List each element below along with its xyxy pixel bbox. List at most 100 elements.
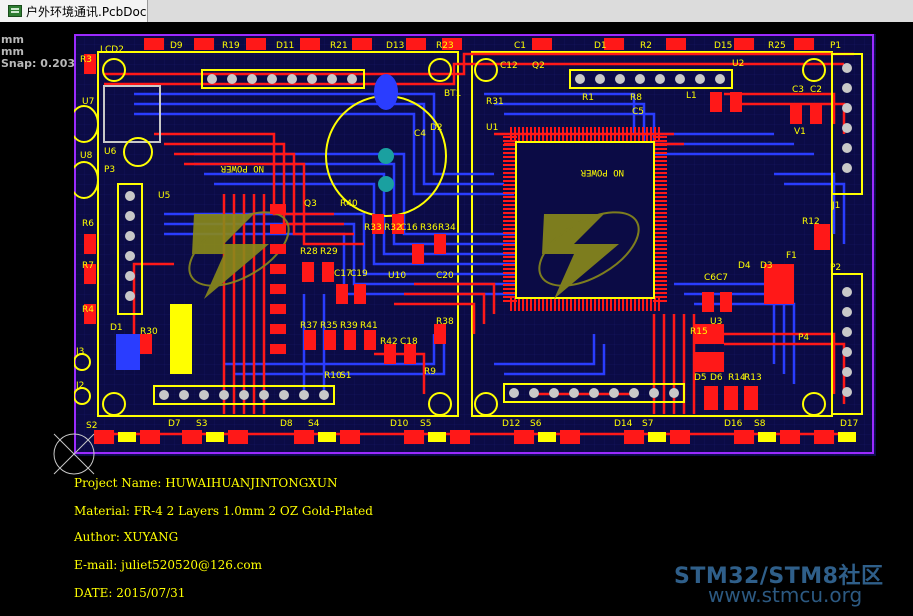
no-power-label-2: NO POWER: [580, 167, 624, 177]
svg-text:S1: S1: [340, 371, 351, 381]
svg-text:R31: R31: [486, 97, 504, 107]
svg-text:D15: D15: [714, 41, 732, 51]
svg-text:R19: R19: [222, 41, 240, 51]
svg-text:U5: U5: [158, 191, 170, 201]
svg-text:J1: J1: [831, 201, 840, 211]
svg-text:BT1: BT1: [444, 89, 461, 99]
svg-text:R41: R41: [360, 321, 378, 331]
svg-text:D13: D13: [386, 41, 404, 51]
svg-text:R7: R7: [82, 261, 94, 271]
pcb-board[interactable]: NO POWER: [74, 34, 876, 456]
svg-text:D9: D9: [170, 41, 183, 51]
svg-text:R15: R15: [690, 327, 708, 337]
svg-text:R35: R35: [320, 321, 338, 331]
svg-text:R4: R4: [82, 305, 94, 315]
svg-text:U10: U10: [388, 271, 406, 281]
svg-text:D6: D6: [710, 373, 723, 383]
hud-unit-x: mm: [1, 33, 24, 46]
document-tab[interactable]: 户外环境通讯.PcbDoc: [0, 0, 148, 22]
svg-text:L1: L1: [686, 91, 697, 101]
svg-text:R33: R33: [364, 223, 382, 233]
lcd-header-pads: [201, 69, 733, 89]
svg-text:R42: R42: [380, 337, 398, 347]
svg-text:D5: D5: [694, 373, 707, 383]
svg-text:C7: C7: [716, 273, 728, 283]
svg-text:D4: D4: [738, 261, 751, 271]
svg-text:S6: S6: [530, 419, 542, 429]
svg-text:C1: C1: [514, 41, 526, 51]
origin-marker-icon: [53, 433, 95, 475]
svg-text:S8: S8: [754, 419, 766, 429]
left-components: [74, 85, 192, 405]
svg-text:C18: C18: [400, 337, 418, 347]
svg-text:R6: R6: [82, 219, 94, 229]
svg-text:P3: P3: [104, 165, 115, 175]
svg-text:S7: S7: [642, 419, 653, 429]
svg-text:U3: U3: [710, 317, 722, 327]
svg-text:R1: R1: [582, 93, 594, 103]
material: Material: FR-4 2 Layers 1.0mm 2 OZ Gold-…: [74, 504, 373, 518]
watermark-title: STM32/STM8社区: [674, 564, 884, 589]
document-tab-label: 户外环境通讯.PcbDoc: [26, 4, 147, 19]
svg-text:S2: S2: [86, 421, 97, 431]
project-name: Project Name: HUWAIHUANJINTONGXUN: [74, 476, 338, 490]
svg-text:D10: D10: [390, 419, 409, 429]
svg-text:R37: R37: [300, 321, 318, 331]
svg-text:C4: C4: [414, 129, 426, 139]
svg-text:D16: D16: [724, 419, 743, 429]
svg-text:Q3: Q3: [304, 199, 317, 209]
svg-text:C19: C19: [350, 269, 368, 279]
svg-text:R25: R25: [768, 41, 786, 51]
svg-text:J3: J3: [75, 347, 84, 357]
svg-text:R39: R39: [340, 321, 358, 331]
svg-text:R9: R9: [424, 367, 436, 377]
svg-text:S4: S4: [308, 419, 320, 429]
svg-text:U2: U2: [732, 59, 744, 69]
svg-text:C20: C20: [436, 271, 454, 281]
svg-text:P4: P4: [798, 333, 809, 343]
svg-text:D17: D17: [840, 419, 858, 429]
document-tab-bar: 户外环境通讯.PcbDoc: [0, 0, 913, 23]
svg-text:D12: D12: [502, 419, 520, 429]
svg-text:U7: U7: [82, 97, 94, 107]
heads-up-display: mm mm Snap: 0.203mm: [1, 34, 98, 70]
svg-text:C6: C6: [704, 273, 716, 283]
email: E-mail: juliet520520@126.com: [74, 558, 263, 572]
svg-text:S5: S5: [420, 419, 431, 429]
svg-text:R23: R23: [436, 41, 454, 51]
pcb-document-icon: [8, 5, 22, 17]
svg-text:R34: R34: [438, 223, 456, 233]
svg-text:J2: J2: [75, 381, 84, 391]
svg-text:V1: V1: [794, 127, 806, 137]
svg-text:U8: U8: [80, 151, 93, 161]
switch-pads: [94, 430, 856, 444]
watermark-url: www.stmcu.org: [708, 583, 863, 607]
svg-text:P1: P1: [830, 41, 841, 51]
svg-text:LCD2: LCD2: [100, 45, 124, 55]
hud-snap: Snap: 0.203mm: [1, 57, 98, 70]
smd-pads: [84, 38, 830, 410]
author: Author: XUYANG: [74, 530, 179, 544]
svg-text:R13: R13: [744, 373, 762, 383]
svg-text:R28: R28: [300, 247, 318, 257]
date: DATE: 2015/07/31: [74, 586, 186, 600]
svg-text:R14: R14: [728, 373, 746, 383]
svg-text:R30: R30: [140, 327, 158, 337]
board-outline: [74, 34, 874, 454]
svg-text:C5: C5: [632, 107, 644, 117]
svg-text:R36: R36: [420, 223, 438, 233]
svg-text:R8: R8: [630, 93, 642, 103]
svg-text:C12: C12: [500, 61, 518, 71]
board-logo-left: [188, 211, 290, 299]
svg-text:D14: D14: [614, 419, 633, 429]
svg-text:D11: D11: [276, 41, 294, 51]
board-logo-right: [538, 211, 640, 299]
svg-text:C17: C17: [334, 269, 352, 279]
side-connector-pads: [117, 53, 863, 415]
svg-text:F1: F1: [786, 251, 797, 261]
svg-text:D3: D3: [760, 261, 773, 271]
svg-text:D1: D1: [594, 41, 607, 51]
svg-text:S3: S3: [196, 419, 207, 429]
svg-text:R2: R2: [640, 41, 652, 51]
